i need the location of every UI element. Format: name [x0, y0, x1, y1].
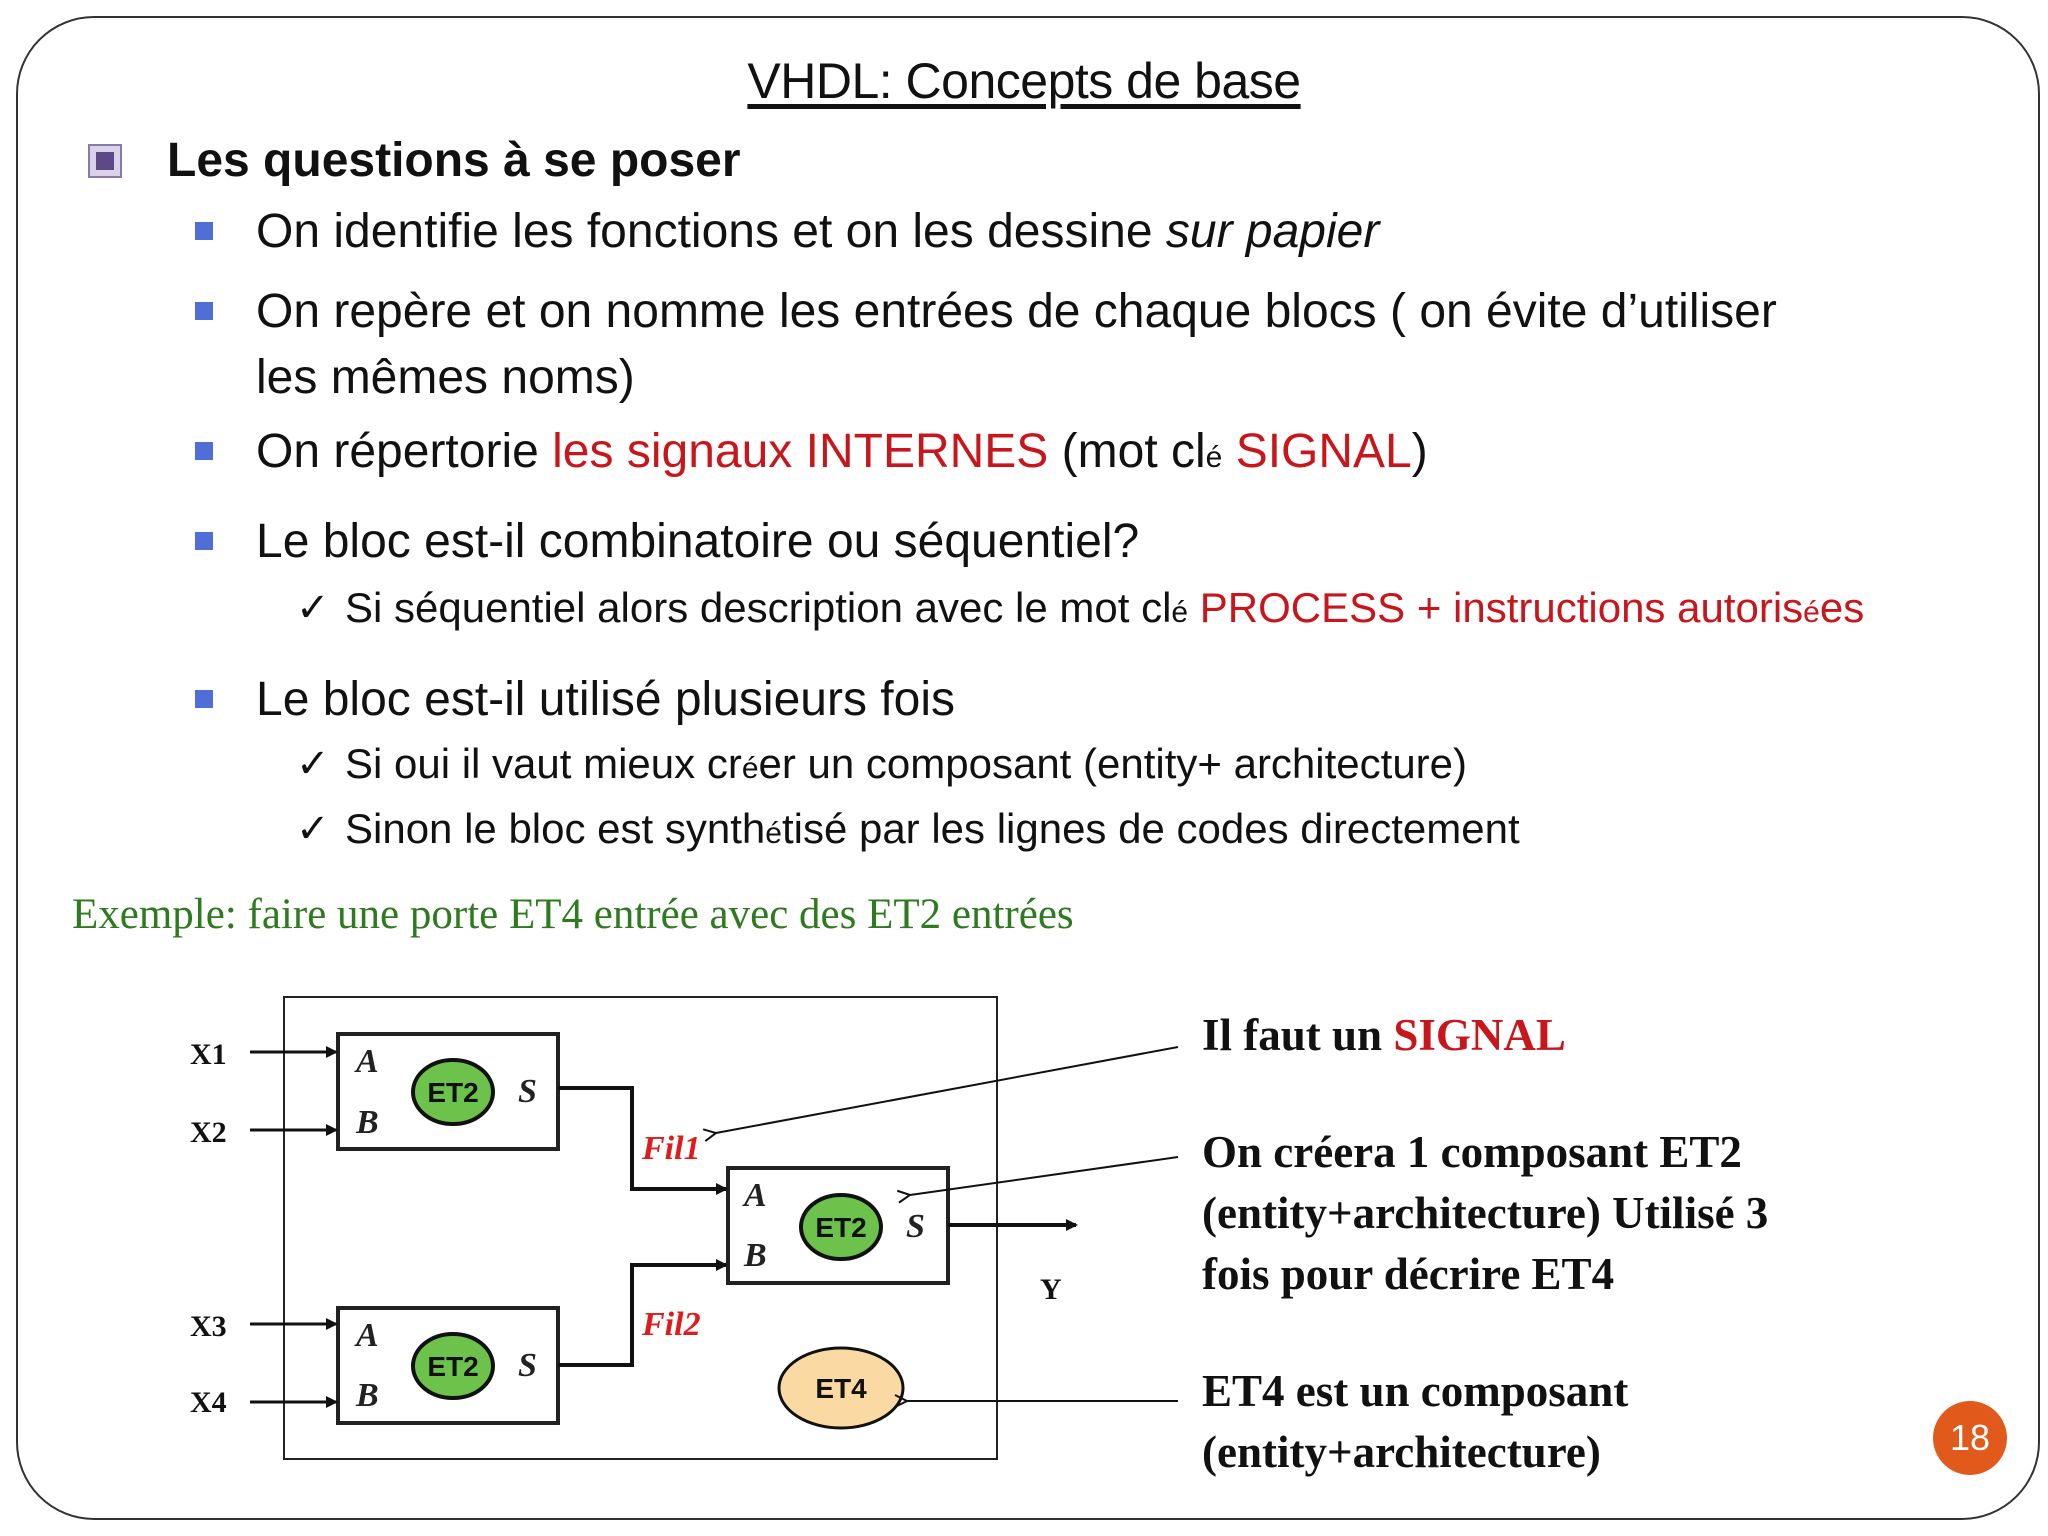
checkmark-icon: ✓	[296, 807, 330, 851]
bullet-square-icon	[195, 690, 213, 708]
bullet-2: On repère et on nomme les entrées de cha…	[256, 285, 1777, 404]
bullet-5-sub-2: Sinon le bloc est synthétisé par les lig…	[345, 805, 1520, 852]
bullet-4: Le bloc est-il combinatoire ou séquentie…	[256, 515, 1140, 568]
wire-label-fil2: Fil2	[641, 1306, 701, 1343]
pin-b: B	[743, 1237, 767, 1274]
pin-s: S	[906, 1208, 925, 1245]
et2-gate-3	[799, 1193, 883, 1261]
section-heading: Les questions à se poser	[167, 134, 741, 187]
annotation-arrow-et2	[910, 1156, 1179, 1195]
et2-gate-1-label: ET2	[427, 1077, 478, 1108]
note-signal: Il faut un SIGNAL	[1202, 1010, 1566, 1060]
et4-outer-box	[283, 996, 998, 1460]
wire-fil1	[558, 1086, 728, 1195]
note-et4-component: ET4 est un composant (entity+architectur…	[1202, 1366, 1629, 1477]
bullet-5: Le bloc est-il utilisé plusieurs fois	[256, 673, 955, 726]
slide-title: VHDL: Concepts de base	[747, 53, 1301, 109]
et4-component-label: ET4	[815, 1373, 867, 1404]
page-number-badge: 18	[1933, 1401, 2007, 1475]
pin-s: S	[518, 1073, 537, 1110]
output-y: Y	[1040, 1273, 1062, 1306]
input-x3: X3	[190, 1310, 227, 1343]
bullet-square-icon	[195, 532, 213, 550]
et2-gate-2	[411, 1332, 495, 1400]
slide-frame	[16, 16, 2040, 1520]
et2-gate-2-label: ET2	[427, 1351, 478, 1382]
et2-gate-1	[411, 1058, 495, 1126]
bullet-1: On identifie les fonctions et on les des…	[256, 205, 1380, 258]
annotation-arrow-signal	[716, 1046, 1179, 1133]
et4-component	[777, 1346, 905, 1430]
input-x4: X4	[190, 1386, 227, 1419]
pin-a: A	[354, 1043, 379, 1080]
pin-a: A	[354, 1317, 379, 1354]
checkmark-icon: ✓	[296, 742, 330, 786]
example-caption: Exemple: faire une porte ET4 entrée avec…	[72, 891, 1074, 938]
input-x2: X2	[190, 1116, 227, 1149]
bullet-square-icon	[195, 302, 213, 320]
pin-b: B	[355, 1377, 379, 1414]
bullet-4-sub-1: Si séquentiel alors description avec le …	[345, 584, 1865, 631]
wire-fil2	[558, 1259, 728, 1367]
et2-gate-3-label: ET2	[815, 1212, 866, 1243]
bullet-square-icon	[195, 222, 213, 240]
input-x1: X1	[190, 1038, 227, 1071]
wire-label-fil1: Fil1	[641, 1130, 701, 1167]
pin-a: A	[742, 1177, 767, 1214]
pin-b: B	[355, 1104, 379, 1141]
bullet-square-icon	[195, 442, 213, 460]
pin-s: S	[518, 1347, 537, 1384]
square-bullet-icon	[88, 144, 122, 178]
bullet-5-sub-1: Si oui il vaut mieux créer un composant …	[345, 740, 1468, 787]
note-et2-component: On créera 1 composant ET2 (entity+archit…	[1202, 1127, 1769, 1299]
checkmark-icon: ✓	[296, 586, 330, 630]
bullet-3: On répertorie les signaux INTERNES (mot …	[256, 425, 1428, 478]
